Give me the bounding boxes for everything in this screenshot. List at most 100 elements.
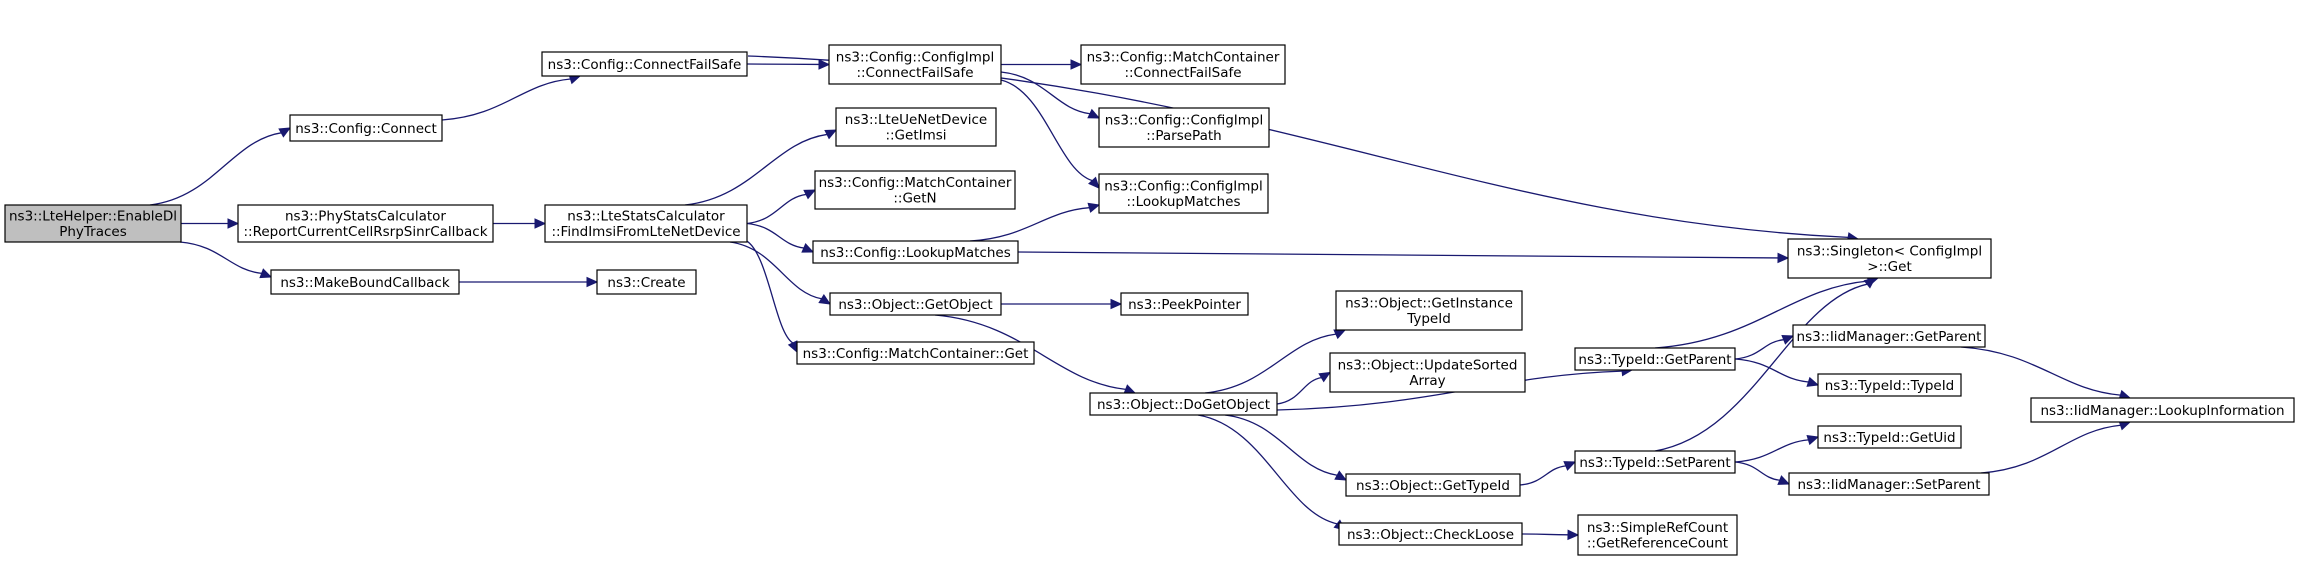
node-find[interactable]: ns3::LteStatsCalculator::FindImsiFromLte… bbox=[544, 204, 748, 243]
node-refc[interactable]: ns3::SimpleRefCount::GetReferenceCount bbox=[1577, 514, 1738, 556]
edge-arrowhead bbox=[586, 276, 599, 288]
node-gettid[interactable]: ns3::Object::GetTypeId bbox=[1345, 473, 1521, 497]
node-label-line: ns3::PeekPointer bbox=[1128, 297, 1241, 313]
node-box bbox=[796, 341, 1035, 365]
edge-iidsp-to-lookinfo bbox=[1980, 420, 2132, 474]
edge-find-to-getobj bbox=[729, 241, 832, 305]
edge-line bbox=[441, 78, 571, 121]
edge-line bbox=[149, 132, 282, 206]
edge-arrowhead bbox=[1777, 252, 1790, 264]
edge-enable-to-phycb bbox=[181, 218, 240, 229]
node-box bbox=[1120, 292, 1249, 316]
edge-line bbox=[1654, 283, 1868, 452]
node-iidsp[interactable]: ns3::IidManager::SetParent bbox=[1788, 472, 1990, 496]
edge-cicfs-to-mccfs bbox=[1000, 59, 1083, 70]
node-parse[interactable]: ns3::Config::ConfigImpl::ParsePath bbox=[1098, 107, 1270, 148]
node-box bbox=[1080, 44, 1286, 85]
edge-chk-to-refc bbox=[1521, 529, 1580, 541]
edge-find-to-mcget bbox=[744, 239, 798, 354]
node-box bbox=[829, 292, 1002, 316]
node-box bbox=[1788, 472, 1990, 496]
edge-arrowhead bbox=[1567, 529, 1580, 541]
node-getobj[interactable]: ns3::Object::GetObject bbox=[829, 292, 1002, 316]
node-mccfs[interactable]: ns3::Config::MatchContainer::ConnectFail… bbox=[1080, 44, 1286, 85]
node-box bbox=[289, 114, 443, 142]
node-box bbox=[1335, 290, 1523, 331]
node-mbc[interactable]: ns3::MakeBoundCallback bbox=[270, 269, 460, 295]
node-box bbox=[1345, 473, 1521, 497]
node-box bbox=[2030, 397, 2295, 423]
node-tsp[interactable]: ns3::TypeId::SetParent bbox=[1574, 450, 1736, 474]
edge-line bbox=[1204, 333, 1336, 394]
node-label-line: ns3::Config::MatchContainer bbox=[819, 175, 1012, 191]
edge-arrowhead bbox=[259, 268, 273, 279]
node-label-line: ns3::PhyStatsCalculator bbox=[285, 209, 446, 225]
node-peek[interactable]: ns3::PeekPointer bbox=[1120, 292, 1249, 316]
edge-arrowhead bbox=[824, 129, 838, 140]
edge-arrowhead bbox=[1087, 202, 1101, 213]
node-box bbox=[1098, 173, 1269, 214]
node-tidtid[interactable]: ns3::TypeId::TypeId bbox=[1817, 373, 1962, 397]
node-getimsi[interactable]: ns3::LteUeNetDevice::GetImsi bbox=[835, 107, 997, 147]
node-phycb[interactable]: ns3::PhyStatsCalculator::ReportCurrentCe… bbox=[237, 204, 494, 243]
node-cfs[interactable]: ns3::Config::ConnectFailSafe bbox=[541, 51, 748, 77]
node-lookup[interactable]: ns3::Config::LookupMatches bbox=[812, 240, 1019, 264]
node-label-line: ns3::TypeId::SetParent bbox=[1579, 455, 1730, 471]
node-label-line: ::ConnectFailSafe bbox=[1124, 65, 1241, 81]
edge-arrowhead bbox=[801, 242, 815, 253]
node-label-line: ns3::Object::GetInstance bbox=[1345, 296, 1513, 312]
node-singleton[interactable]: ns3::Singleton< ConfigImpl >::Get bbox=[1787, 238, 1992, 279]
edge-arrowhead bbox=[1123, 384, 1137, 395]
node-box bbox=[1792, 324, 1986, 348]
node-label-line: ::FindImsiFromLteNetDevice bbox=[551, 224, 740, 240]
node-cilookup[interactable]: ns3::Config::ConfigImpl::LookupMatches bbox=[1098, 173, 1269, 214]
node-dogetobj[interactable]: ns3::Object::DoGetObject bbox=[1089, 392, 1278, 416]
node-label-line: ns3::Object::GetTypeId bbox=[1356, 478, 1510, 494]
node-label-line: ns3::IidManager::GetParent bbox=[1797, 329, 1982, 345]
edge-find-to-mcgetn bbox=[746, 189, 817, 225]
edge-arrowhead bbox=[818, 293, 832, 305]
node-lookinfo[interactable]: ns3::IidManager::LookupInformation bbox=[2030, 397, 2295, 423]
node-label-line: ns3::SimpleRefCount bbox=[1587, 520, 1728, 536]
node-label-line: ns3::Config::ConfigImpl bbox=[836, 50, 994, 66]
node-label-line: ns3::TypeId::GetParent bbox=[1578, 352, 1731, 368]
edge-find-to-getimsi bbox=[684, 129, 838, 206]
node-create[interactable]: ns3::Create bbox=[596, 269, 697, 295]
edge-line bbox=[1980, 424, 2121, 474]
node-connect[interactable]: ns3::Config::Connect bbox=[289, 114, 443, 142]
node-mcget[interactable]: ns3::Config::MatchContainer::Get bbox=[796, 341, 1035, 365]
node-box bbox=[1574, 450, 1736, 474]
node-iidgp[interactable]: ns3::IidManager::GetParent bbox=[1792, 324, 1986, 348]
edge-dogetobj-to-chk bbox=[1197, 414, 1346, 531]
node-chk[interactable]: ns3::Object::CheckLoose bbox=[1338, 522, 1523, 546]
node-label-line: ::GetImsi bbox=[885, 128, 946, 144]
node-tgp[interactable]: ns3::TypeId::GetParent bbox=[1574, 347, 1736, 371]
edge-line bbox=[1017, 251, 1779, 259]
node-mcgetn[interactable]: ns3::Config::MatchContainer::GetN bbox=[814, 170, 1016, 210]
node-label-line: ns3::Config::ConfigImpl bbox=[1104, 179, 1262, 195]
node-cicfs[interactable]: ns3::Config::ConfigImpl::ConnectFailSafe bbox=[828, 44, 1002, 85]
node-label-line: ns3::LteUeNetDevice bbox=[845, 112, 987, 128]
edge-line bbox=[934, 314, 1126, 391]
edge-lookup-to-singleton bbox=[1017, 251, 1790, 264]
edge-lookup-to-cilookup bbox=[969, 202, 1101, 242]
node-box bbox=[1574, 347, 1736, 371]
edge-line bbox=[179, 241, 262, 275]
node-box bbox=[596, 269, 697, 295]
edge-line bbox=[1000, 79, 1093, 182]
node-getuid[interactable]: ns3::TypeId::GetUid bbox=[1817, 425, 1962, 449]
node-label-line: Array bbox=[1409, 373, 1445, 389]
edge-line bbox=[729, 241, 822, 300]
node-label-line: ns3::Config::MatchContainer bbox=[1087, 50, 1280, 66]
edge-line bbox=[1224, 414, 1338, 476]
edge-line bbox=[684, 133, 828, 206]
edge-tgp-to-tidtid bbox=[1734, 358, 1820, 387]
edge-tsp-to-singleton bbox=[1654, 277, 1876, 452]
node-label-line: PhyTraces bbox=[59, 224, 127, 240]
edge-enable-to-mbc bbox=[179, 241, 273, 279]
node-label-line: ns3::Object::UpdateSorted bbox=[1338, 358, 1518, 374]
edge-line bbox=[1734, 439, 1809, 463]
